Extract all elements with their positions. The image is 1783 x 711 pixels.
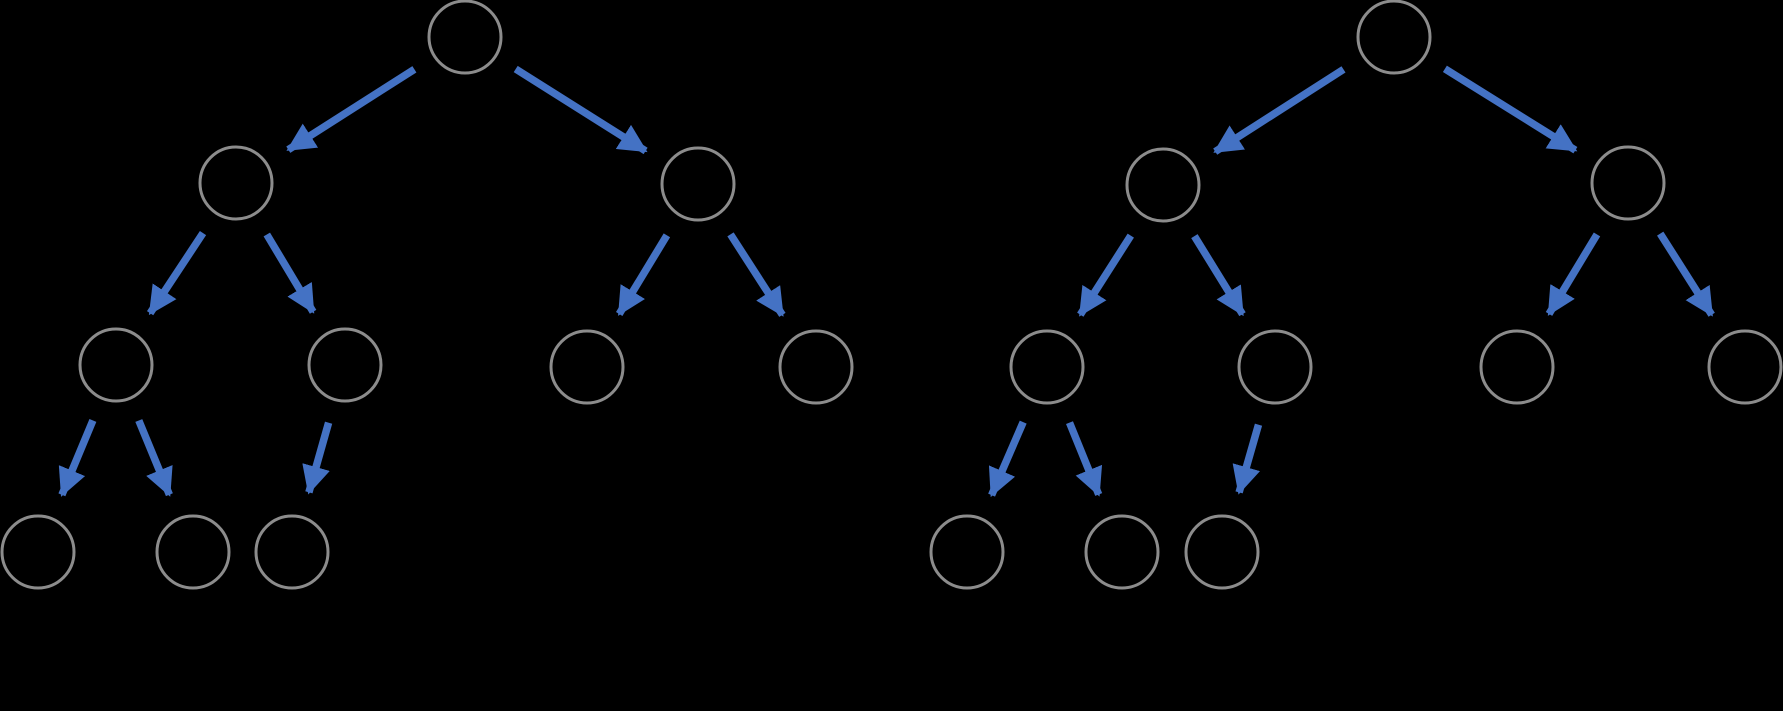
tree-node-rr bbox=[1707, 329, 1783, 405]
tree-node-r bbox=[1590, 145, 1666, 221]
tree-node-root bbox=[427, 0, 503, 75]
tree-node-rr bbox=[778, 329, 854, 405]
tree-node-ll bbox=[78, 327, 154, 403]
edge-arrow-lr-lrl bbox=[1232, 423, 1263, 495]
edge-arrow-ll-lll bbox=[58, 418, 97, 497]
tree-node-lr bbox=[307, 327, 383, 403]
tree-node-ll bbox=[1009, 329, 1085, 405]
edge-arrow-r-rr bbox=[727, 232, 786, 317]
edge-arrow-ll-lll bbox=[988, 420, 1027, 498]
tree-node-l bbox=[198, 145, 274, 221]
edge-arrow-root-l bbox=[286, 66, 417, 153]
edge-arrow-lr-lrl bbox=[302, 421, 333, 495]
edge-arrow-root-l bbox=[1213, 66, 1346, 155]
tree-node-rl bbox=[1479, 329, 1555, 405]
tree-node-root bbox=[1356, 0, 1432, 75]
edge-arrow-l-lr bbox=[263, 232, 317, 314]
tree-node-l bbox=[1125, 147, 1201, 223]
tree-node-lr bbox=[1237, 329, 1313, 405]
edge-arrow-ll-llr bbox=[1066, 421, 1103, 497]
right-tree bbox=[929, 0, 1783, 590]
tree-node-llr bbox=[1084, 514, 1160, 590]
tree-node-llr bbox=[155, 514, 231, 590]
edge-arrow-root-r bbox=[1442, 65, 1578, 154]
edge-arrow-r-rl bbox=[615, 233, 671, 316]
edge-arrow-ll-llr bbox=[135, 419, 173, 497]
tree-node-rl bbox=[549, 329, 625, 405]
tree-node-lll bbox=[929, 514, 1005, 590]
tree-node-lrl bbox=[1184, 514, 1260, 590]
left-tree bbox=[0, 0, 854, 590]
edge-arrow-l-ll bbox=[146, 231, 207, 316]
edge-arrow-l-lr bbox=[1191, 234, 1246, 317]
tree-node-lrl bbox=[254, 514, 330, 590]
edge-arrow-root-r bbox=[513, 65, 648, 155]
tree-node-r bbox=[660, 146, 736, 222]
tree-node-lll bbox=[0, 514, 76, 590]
edge-arrow-r-rl bbox=[1545, 232, 1601, 316]
edge-arrow-l-ll bbox=[1077, 233, 1134, 317]
edge-arrow-r-rr bbox=[1657, 231, 1715, 317]
